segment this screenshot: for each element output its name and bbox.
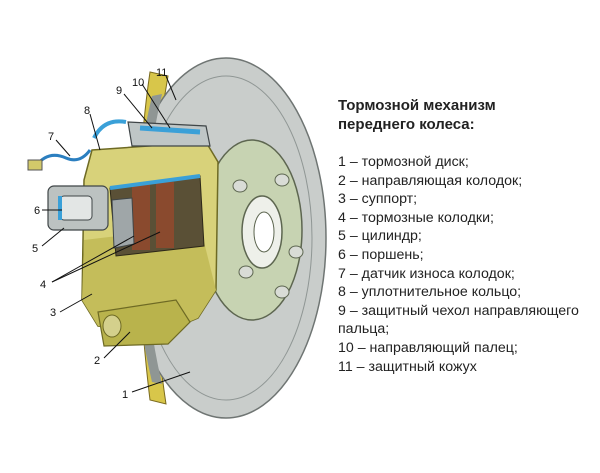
wear-sensor-wire (34, 149, 92, 167)
callout-9: 9 (116, 85, 122, 97)
brake-pad-outer (132, 184, 150, 250)
callout-10: 10 (132, 77, 144, 89)
callout-5: 5 (32, 243, 38, 255)
callout-1: 1 (122, 389, 128, 401)
callout-2: 2 (94, 355, 100, 367)
legend-item-1: 1 – тормозной диск; (338, 154, 469, 170)
guide-pin-boot (139, 125, 201, 135)
callout-4: 4 (40, 279, 46, 291)
callout-8: 8 (84, 105, 90, 117)
pad-guide (97, 299, 191, 347)
legend-item-9: 9 – защитный чехол направляющего пальца; (338, 302, 579, 338)
legend-item-2: 2 – направляющая колодок; (338, 172, 523, 189)
cutaway-seal (109, 174, 201, 190)
legend-item-10: 10 – направляющий палец; (338, 339, 518, 356)
callout-3: 3 (50, 307, 56, 319)
piston (111, 197, 135, 249)
brake-mechanism-illustration: 1 2 3 4 5 6 7 8 9 10 11 (27, 57, 327, 419)
brake-pad-inner (156, 182, 174, 248)
leader-lines (41, 75, 191, 393)
legend-panel: Тормозной механизм переднего колеса: 1 –… (338, 96, 596, 376)
callout-6: 6 (34, 205, 40, 217)
legend-item-5: 5 – цилиндр; (338, 228, 422, 245)
legend-title-line-2: переднего колеса: (338, 116, 475, 133)
sealing-ring (92, 119, 127, 139)
legend-list: 1 – тормозной диск; 2 – направляющая кол… (338, 153, 596, 376)
hub-bore (253, 211, 275, 253)
legend-item-3: 3 – суппорт; (338, 191, 418, 208)
cylinder-piston (59, 195, 93, 221)
wheel-studs (232, 173, 304, 299)
legend-title: Тормозной механизм переднего колеса: (338, 96, 596, 134)
legend-item-11: 11 – защитный кожух (338, 358, 477, 375)
legend-item-8: 8 – уплотнительное кольцо; (338, 284, 522, 301)
legend-item-6: 6 – поршень; (338, 246, 424, 263)
callout-11: 11 (156, 67, 167, 79)
wear-sensor-connector (27, 159, 43, 171)
legend-title-line-1: Тормозной механизм (338, 97, 496, 114)
callout-7: 7 (48, 131, 54, 143)
legend-item-7: 7 – датчик износа колодок; (338, 265, 515, 282)
legend-item-4: 4 – тормозные колодки; (338, 209, 494, 226)
guide-bolt (102, 314, 122, 338)
